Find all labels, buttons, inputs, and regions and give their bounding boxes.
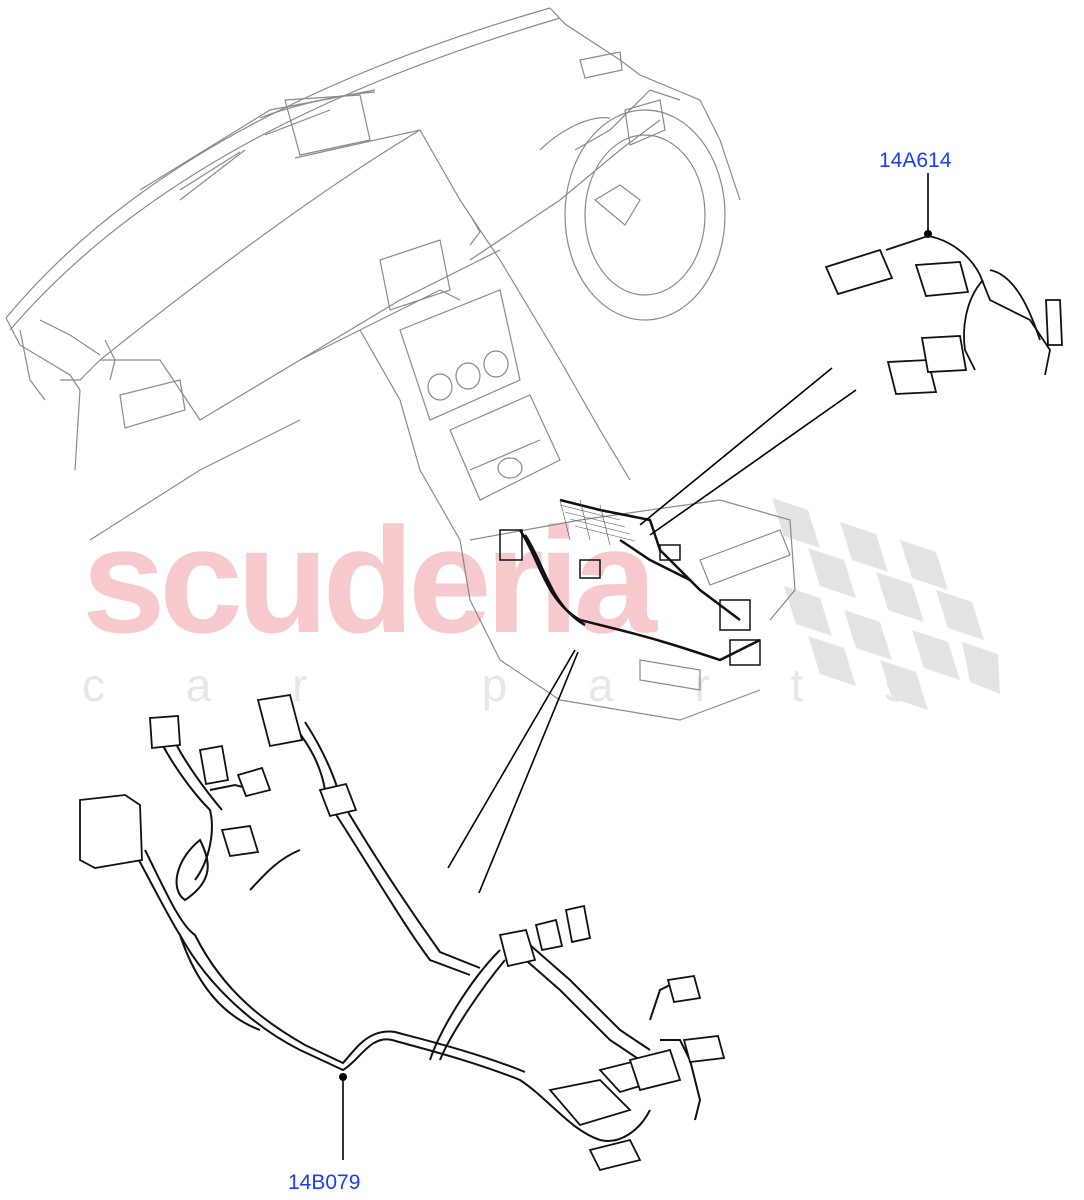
callout-dot-14B079 (339, 1073, 347, 1081)
leader-lines (342, 173, 929, 1160)
harness-14A614 (824, 235, 1063, 395)
callout-label-14B079[interactable]: 14B079 (288, 1171, 361, 1194)
dashboard-drawing (5, 7, 796, 721)
callout-label-14A614[interactable]: 14A614 (879, 149, 952, 172)
console-harness-hatching (559, 499, 636, 546)
checker-flag-watermark (772, 498, 1000, 710)
installed-harness (499, 498, 761, 666)
watermark-car-parts: c a r p a r t s (82, 659, 942, 711)
harness-14B079-connectors (79, 693, 726, 1172)
watermark-scuderia: scuderia (82, 496, 657, 664)
